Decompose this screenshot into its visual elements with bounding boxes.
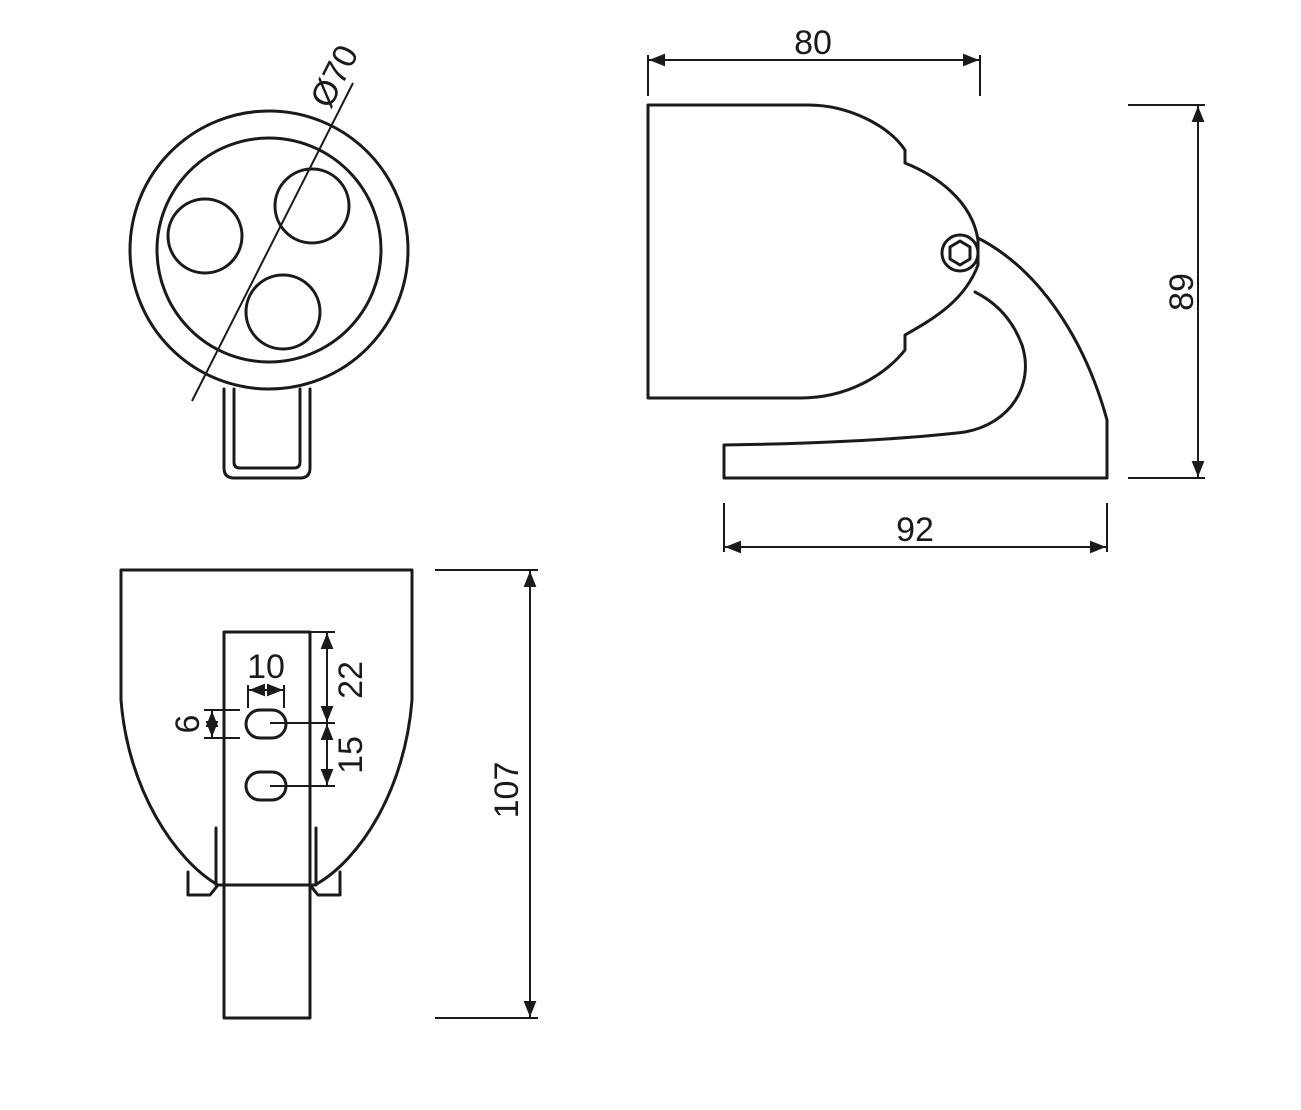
dim-total-height: 107 (488, 762, 526, 819)
foot-right (308, 870, 342, 897)
bottom-view: 10 6 22 15 107 (119, 568, 538, 1020)
dim-slot-height: 6 (169, 715, 207, 734)
foot-left (186, 870, 220, 897)
led-lens-right (273, 167, 351, 245)
outer-ring (128, 109, 410, 391)
dim-base-width: 92 (896, 511, 934, 549)
stand-outline (722, 236, 1109, 480)
inner-ring (155, 136, 383, 364)
diameter-label: Ø70 (303, 39, 366, 114)
dim-top-offset: 22 (332, 661, 370, 699)
led-lens-bottom (244, 273, 322, 351)
housing-profile (119, 568, 414, 887)
dim-slot-spacing: 10 (247, 648, 285, 686)
housing-outline (646, 103, 980, 400)
dim-top-width: 80 (794, 24, 832, 62)
dim-slot-pitch: 15 (332, 736, 370, 774)
mount-bracket (222, 387, 312, 480)
side-view: 80 89 92 (646, 24, 1205, 554)
dim-side-height: 89 (1163, 273, 1201, 311)
pivot-nut-outer (940, 233, 980, 273)
pivot-nut-hex (948, 239, 972, 267)
diameter-leader (191, 82, 354, 402)
mount-bracket-inner (232, 387, 302, 470)
mounting-plate (222, 630, 312, 1020)
led-lens-left (166, 197, 244, 275)
front-view: Ø70 (128, 39, 410, 480)
